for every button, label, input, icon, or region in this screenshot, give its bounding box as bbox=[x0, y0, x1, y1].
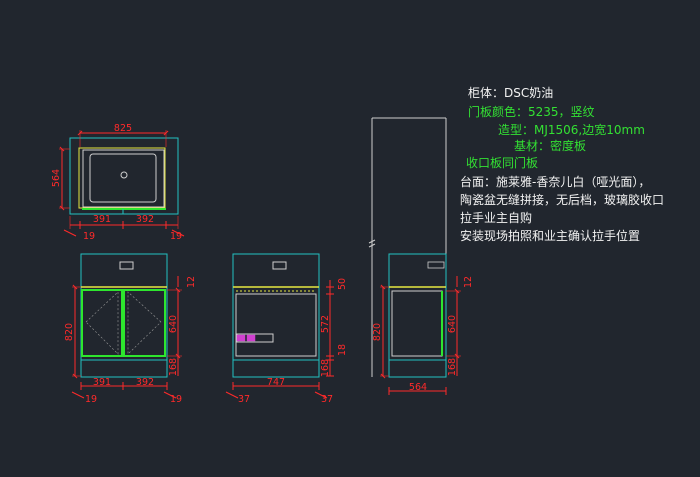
inner-dim-shelf: 18 bbox=[337, 344, 348, 356]
side-dim-depth: 564 bbox=[409, 382, 427, 393]
note-basin-joint: 陶瓷盆无缝拼接，无后档，玻璃胶收口 bbox=[460, 192, 664, 207]
plan-outline bbox=[69, 137, 179, 215]
drain-icon bbox=[120, 171, 128, 179]
note-trim-board: 收口板同门板 bbox=[466, 155, 538, 170]
left-door bbox=[81, 289, 123, 357]
side-dim-toe-kick: 168 bbox=[447, 358, 458, 376]
plan-dim-edge-right: 19 bbox=[170, 231, 182, 242]
plan-basin-inner bbox=[89, 153, 157, 203]
front-dim-right: 392 bbox=[136, 377, 154, 388]
note-countertop: 台面：施莱雅-香奈儿白（哑光面）， bbox=[460, 174, 650, 189]
side-dim-height: 820 bbox=[372, 323, 383, 341]
inner-dim-top: 50 bbox=[337, 278, 348, 290]
front-dim-edge-right: 19 bbox=[170, 394, 182, 405]
left-door-swing bbox=[85, 291, 119, 355]
front-dim-height: 820 bbox=[64, 323, 75, 341]
plan-basin-outer bbox=[82, 149, 165, 208]
note-substrate: 基材：密度板 bbox=[514, 138, 586, 153]
note-door-color: 门板颜色：5235，竖纹 bbox=[468, 104, 595, 119]
note-install: 安装现场拍照和业主确认拉手位置 bbox=[460, 228, 640, 243]
note-handles: 拉手业主自购 bbox=[460, 210, 532, 225]
inner-dim-edge-left: 37 bbox=[238, 394, 250, 405]
inner-cavity bbox=[235, 293, 317, 357]
plan-counter-edge bbox=[78, 147, 166, 209]
side-dim-door-height: 640 bbox=[447, 315, 458, 333]
side-cavity bbox=[391, 290, 443, 357]
faucet-icon bbox=[272, 261, 287, 270]
right-door bbox=[123, 289, 166, 357]
inner-view bbox=[225, 253, 334, 399]
inner-dim-edge-right: 37 bbox=[321, 394, 333, 405]
faucet-icon bbox=[119, 261, 134, 270]
front-dim-edge-left: 19 bbox=[85, 394, 97, 405]
plan-view bbox=[59, 130, 185, 237]
inner-dim-toe-kick: 168 bbox=[320, 359, 331, 377]
plan-dim-right: 392 bbox=[136, 214, 154, 225]
notes-block: 柜体：DSC奶油 门板颜色：5235，竖纹 造型：MJ1506,边宽10mm 基… bbox=[460, 86, 664, 243]
side-dim-top-gap: 12 bbox=[463, 276, 474, 288]
front-view bbox=[71, 253, 182, 399]
inner-dim-inner-height: 572 bbox=[320, 315, 331, 333]
plan-dim-depth: 564 bbox=[51, 169, 62, 187]
front-dim-toe-kick: 168 bbox=[168, 358, 179, 376]
front-dim-door-height: 640 bbox=[168, 315, 179, 333]
front-dim-left: 391 bbox=[93, 377, 111, 388]
inner-outline bbox=[232, 253, 320, 378]
note-door-style: 造型：MJ1506,边宽10mm bbox=[498, 122, 645, 137]
side-view bbox=[368, 117, 461, 395]
note-cabinet-body: 柜体：DSC奶油 bbox=[468, 86, 553, 100]
plan-dim-left: 391 bbox=[93, 214, 111, 225]
side-outline bbox=[388, 253, 447, 378]
plan-dim-width: 825 bbox=[114, 123, 132, 134]
plan-dim-edge-left: 19 bbox=[83, 231, 95, 242]
inner-dim-width: 747 bbox=[267, 377, 285, 388]
front-dim-top-gap: 12 bbox=[186, 276, 197, 288]
right-door-swing bbox=[127, 291, 162, 355]
